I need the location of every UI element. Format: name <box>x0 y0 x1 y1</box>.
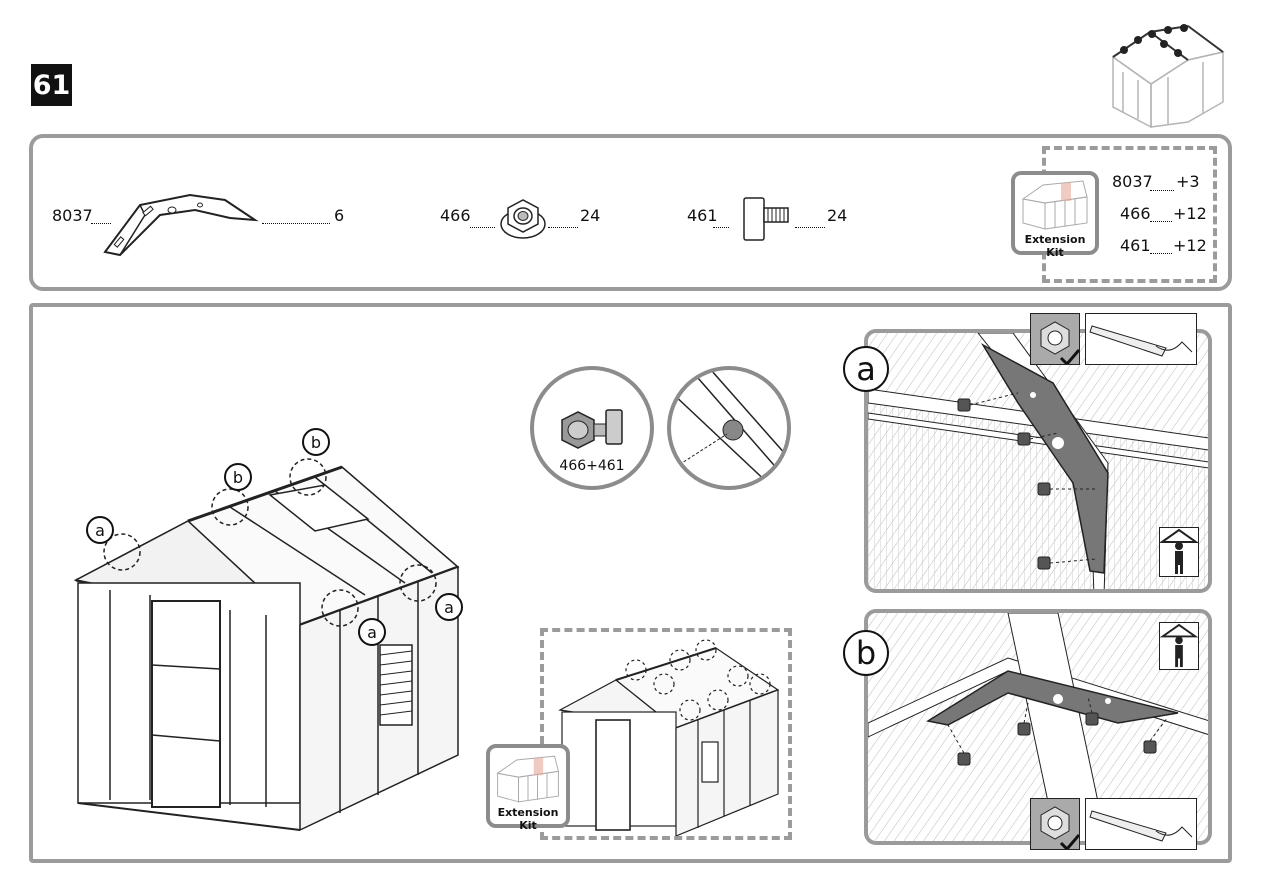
flange-nut-466-icon <box>500 199 546 239</box>
extension-shed-icon <box>496 755 559 803</box>
part-qty-461: 24 <box>827 206 848 225</box>
nut-and-bolt-icon <box>561 409 623 449</box>
part-code-8037: 8037 <box>52 206 93 225</box>
callout-a: a <box>358 618 386 646</box>
hardware-zoom-circle: 466+461 <box>530 366 654 490</box>
leader-dots <box>470 226 495 228</box>
one-person-icon <box>1158 527 1200 577</box>
extension-shed-icon <box>1021 180 1088 230</box>
ext-code-466: 466 <box>1120 204 1151 223</box>
leader-dots <box>1150 189 1174 191</box>
part-qty-8037: 6 <box>334 206 345 225</box>
tool-rod-icon <box>1085 313 1197 365</box>
callout-b: b <box>302 428 330 456</box>
extension-kit-label: Extension Kit <box>1024 233 1086 259</box>
ext-qty-461: +12 <box>1173 236 1207 255</box>
main-illustration-panel <box>29 303 1232 863</box>
callout-a: a <box>435 593 463 621</box>
extension-kit-shed-area <box>540 628 792 840</box>
ext-qty-8037: +3 <box>1176 172 1200 191</box>
nut-check-icon <box>1030 798 1081 852</box>
detail-callout-b: b <box>843 630 889 676</box>
part-code-466: 466 <box>440 206 471 225</box>
nut-check-icon <box>1030 313 1081 367</box>
ext-qty-466: +12 <box>1173 204 1207 223</box>
leader-dots <box>91 222 111 224</box>
detail-a-illustration <box>868 333 1208 589</box>
zoom-label: 466+461 <box>559 458 625 474</box>
callout-b: b <box>224 463 252 491</box>
extension-kit-label: Extension Kit <box>497 806 559 832</box>
tool-rod-icon <box>1085 798 1197 850</box>
callout-a: a <box>86 516 114 544</box>
step-number: 61 <box>31 64 72 106</box>
ext-code-461: 461 <box>1120 236 1151 255</box>
slot-zoom-circle <box>667 366 791 490</box>
leader-dots <box>795 226 825 228</box>
detail-a-panel <box>864 329 1212 593</box>
detail-callout-a: a <box>843 346 889 392</box>
extension-kit-badge-lower: Extension Kit <box>486 744 570 832</box>
bolt-in-slot-icon <box>671 370 787 486</box>
part-code-461: 461 <box>687 206 718 225</box>
extension-kit-badge: Extension Kit <box>1011 171 1099 259</box>
parts-panel <box>29 134 1232 291</box>
leader-dots <box>1150 252 1172 254</box>
leader-dots <box>1150 220 1172 222</box>
part-qty-466: 24 <box>580 206 601 225</box>
shed-illustration <box>73 458 460 832</box>
t-bolt-461-icon <box>743 197 789 241</box>
bracket-8037-icon <box>103 193 259 257</box>
extended-shed-illustration <box>558 639 780 836</box>
leader-dots <box>262 222 330 224</box>
leader-dots <box>548 226 578 228</box>
ext-code-8037: 8037 <box>1112 172 1153 191</box>
one-person-icon <box>1159 622 1199 670</box>
shed-reference-thumbnail <box>1111 24 1225 129</box>
leader-dots <box>713 226 729 228</box>
